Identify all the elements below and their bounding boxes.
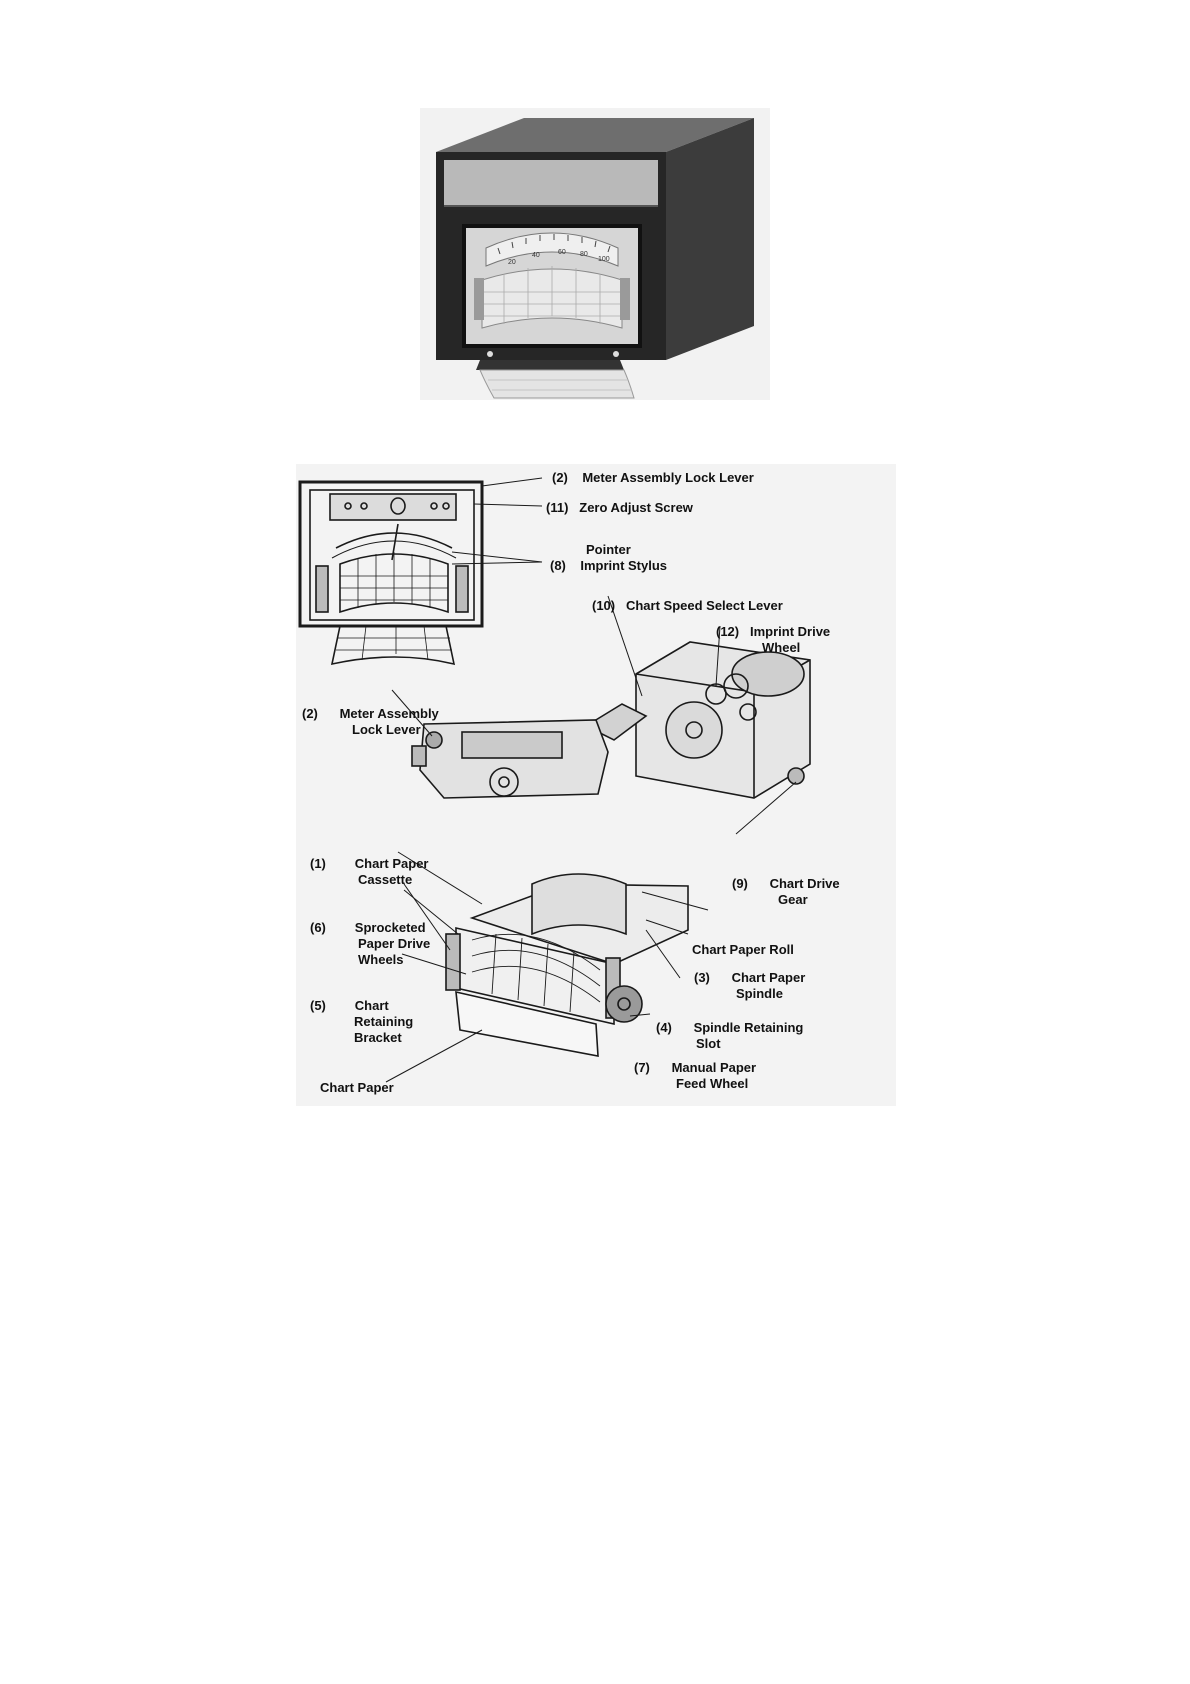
callout-2-mid: (2) Meter Assembly Lock Lever [302, 706, 439, 738]
callout-2-mid-number: (2) [302, 706, 318, 721]
callout-12: (12) Imprint Drive Wheel [716, 624, 830, 656]
dial-tick-80: 80 [580, 251, 588, 258]
exploded-illustration [298, 477, 811, 1083]
callout-11: (11) Zero Adjust Screw [546, 500, 693, 516]
callout-8-text: Imprint Stylus [580, 558, 668, 573]
callout-2-top-number: (2) [552, 470, 568, 485]
callout-1: (1) Chart Paper Cassette [310, 856, 429, 888]
callout-12-text-2: Wheel [762, 640, 801, 655]
callout-9: (9) Chart Drive Gear [732, 876, 840, 908]
callout-9-number: (9) [732, 876, 748, 891]
callout-10-number: (10) [592, 598, 616, 613]
dial-tick-20: 20 [508, 259, 516, 266]
callout-7: (7) Manual Paper Feed Wheel [634, 1060, 756, 1092]
callout-4-text-2: Slot [696, 1036, 721, 1051]
callout-6-number: (6) [310, 920, 326, 935]
callout-5-text-3: Bracket [354, 1030, 402, 1045]
callout-2-mid-text-2: Lock Lever [352, 722, 421, 737]
callout-3-text: Chart Paper [731, 970, 806, 985]
callout-8: (8) Imprint Stylus [550, 558, 667, 574]
callout-5: (5) Chart Retaining Bracket [310, 998, 413, 1046]
dial-tick-40: 40 [532, 252, 540, 259]
callout-10-text: Chart Speed Select Lever [625, 598, 783, 613]
callout-1-number: (1) [310, 856, 326, 871]
callout-10: (10) Chart Speed Select Lever [592, 598, 783, 614]
callout-6-text-3: Wheels [358, 952, 404, 967]
callout-5-text-2: Retaining [354, 1014, 414, 1029]
callout-1-text-2: Cassette [358, 872, 413, 887]
callout-chart-paper: Chart Paper [320, 1080, 394, 1095]
callout-4-text: Spindle Retaining [693, 1020, 804, 1035]
recorder-illustration: 20 40 60 80 100 [436, 118, 754, 399]
callout-3: (3) Chart Paper Spindle [694, 970, 805, 1002]
callout-6: (6) Sprocketed Paper Drive Wheels [310, 920, 430, 968]
callout-11-text: Zero Adjust Screw [579, 500, 693, 515]
callout-11-number: (11) [546, 500, 569, 515]
callout-7-text: Manual Paper [671, 1060, 757, 1075]
callout-3-number: (3) [694, 970, 710, 985]
callout-2-top: (2) Meter Assembly Lock Lever [552, 470, 754, 486]
callout-2-mid-text: Meter Assembly [339, 706, 439, 721]
callout-6-text: Sprocketed [354, 920, 426, 935]
callout-3-text-2: Spindle [736, 986, 783, 1001]
callout-8-pointer: Pointer [586, 542, 631, 557]
callout-5-number: (5) [310, 998, 326, 1013]
callout-6-text-2: Paper Drive [358, 936, 431, 951]
callout-8-number: (8) [550, 558, 566, 573]
callout-9-text-2: Gear [778, 892, 808, 907]
callout-4: (4) Spindle Retaining Slot [656, 1020, 803, 1052]
dial-tick-100: 100 [598, 256, 610, 263]
exploded-diagram: (2) Meter Assembly Lock Lever (11) Zero … [296, 464, 896, 1106]
dial-tick-60: 60 [558, 249, 566, 256]
callout-1-text: Chart Paper [354, 856, 429, 871]
recorder-photo: 20 40 60 80 100 [420, 108, 770, 400]
callout-7-text-2: Feed Wheel [676, 1076, 749, 1091]
callout-chart-paper-roll: Chart Paper Roll [692, 942, 794, 957]
callout-12-number: (12) [716, 624, 740, 639]
callout-7-number: (7) [634, 1060, 650, 1075]
callout-4-number: (4) [656, 1020, 672, 1035]
callout-9-text: Chart Drive [769, 876, 840, 891]
callout-12-text: Imprint Drive [749, 624, 831, 639]
callout-2-top-text: Meter Assembly Lock Lever [582, 470, 754, 485]
callout-5-text: Chart [354, 998, 389, 1013]
